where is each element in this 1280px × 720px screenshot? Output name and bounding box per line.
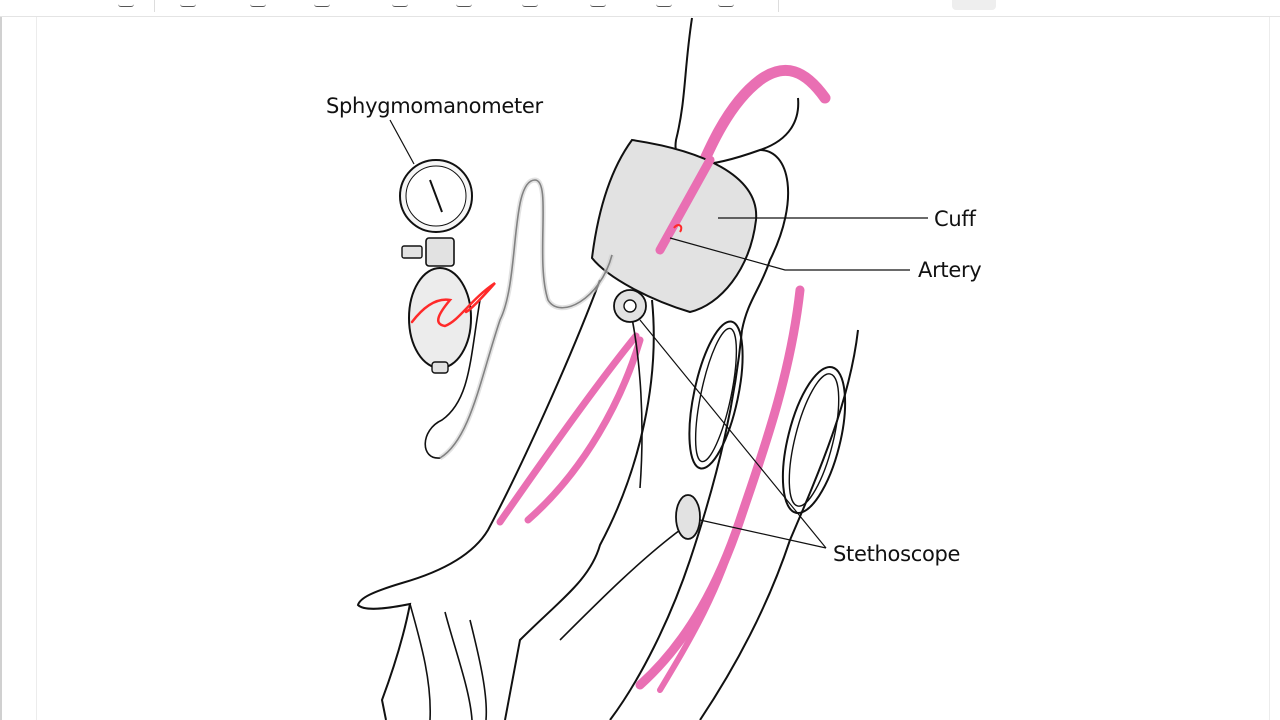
forearm-outline xyxy=(356,279,655,720)
pen-tool-icon[interactable] xyxy=(180,0,196,7)
cuff-artery xyxy=(655,155,715,255)
select-tool-icon[interactable] xyxy=(118,0,134,7)
forearm-artery-left xyxy=(496,332,640,526)
second-cuff-ring-right xyxy=(781,365,847,515)
image-tool-icon[interactable] xyxy=(590,0,606,7)
stethoscope-tube-upper xyxy=(631,317,643,489)
toolbar-divider xyxy=(778,0,779,12)
second-cuff-ring-left-inner xyxy=(694,327,738,463)
shape-tool-icon[interactable] xyxy=(456,0,472,7)
inflation-bulb xyxy=(408,267,472,369)
undo-tool-icon[interactable] xyxy=(656,0,672,7)
forearm-artery-right xyxy=(524,336,644,524)
gauge-needle xyxy=(429,179,443,213)
page-tab[interactable] xyxy=(952,0,996,10)
stethoscope-tube-lower xyxy=(559,529,681,641)
stethoscope-chestpiece-lower xyxy=(675,494,701,540)
label-stethoscope: Stethoscope xyxy=(833,542,961,566)
bulb-nozzle xyxy=(431,361,449,374)
lasso-tool-icon[interactable] xyxy=(392,0,408,7)
leader-artery xyxy=(669,237,910,271)
shoulder-outline xyxy=(741,149,790,331)
leader-stethoscope-upper xyxy=(639,319,827,549)
gauge-valve xyxy=(425,237,455,267)
leader-sphygmomanometer xyxy=(389,119,415,165)
label-cuff: Cuff xyxy=(934,207,976,231)
eraser-tool-icon[interactable] xyxy=(314,0,330,7)
toolbar xyxy=(0,0,1280,17)
arm-outline-back xyxy=(674,17,800,166)
second-arm-artery-branch xyxy=(657,521,741,693)
red-annotation-mark xyxy=(673,224,683,233)
highlighter-tool-icon[interactable] xyxy=(250,0,266,7)
stethoscope-chestpiece-upper-inner xyxy=(623,299,637,313)
label-sphygmomanometer: Sphygmomanometer xyxy=(326,94,543,118)
red-annotation-scribble xyxy=(410,281,496,328)
window-edge xyxy=(0,17,2,720)
second-cuff-ring-left xyxy=(688,320,744,470)
pressure-tube-inner xyxy=(438,177,615,461)
label-artery: Artery xyxy=(918,258,982,282)
text-tool-icon[interactable] xyxy=(522,0,538,7)
toolbar-divider xyxy=(154,0,155,12)
leader-stethoscope-lower xyxy=(699,519,827,549)
gauge-screw xyxy=(401,245,423,259)
second-arm-artery xyxy=(635,285,805,690)
hand-outline xyxy=(409,603,488,720)
second-cuff-ring-right-inner xyxy=(788,373,840,507)
color-picker-icon[interactable] xyxy=(718,0,734,7)
